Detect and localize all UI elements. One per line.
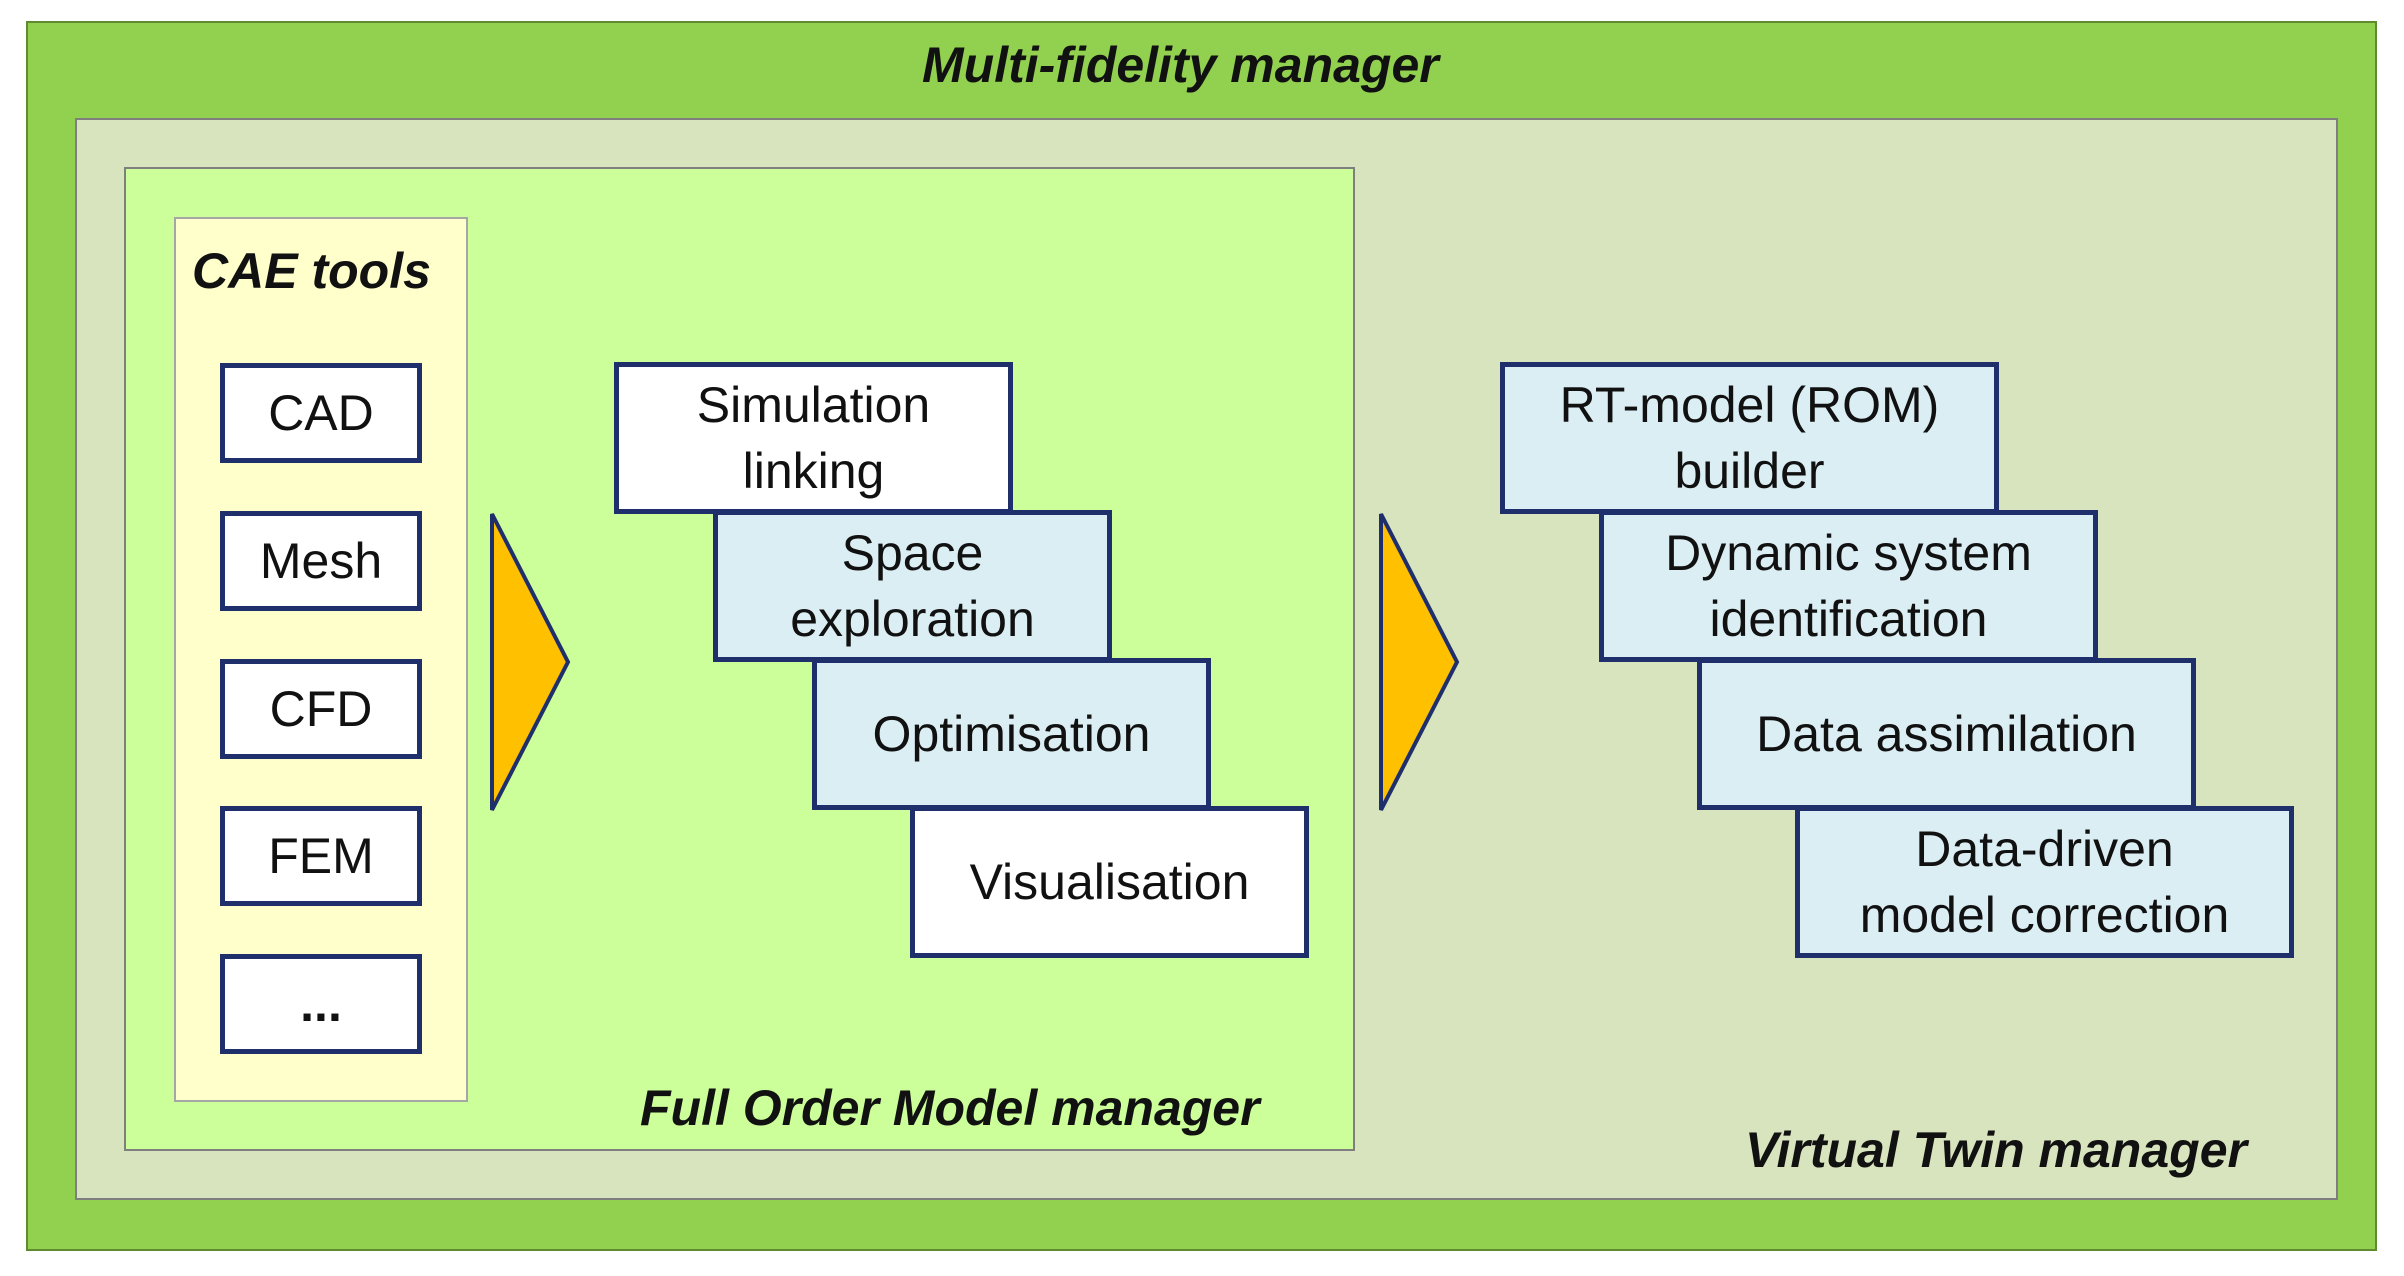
step-optimisation: Optimisation: [812, 658, 1211, 810]
step-line: Optimisation: [872, 706, 1151, 762]
step-line: RT-model (ROM): [1559, 377, 1940, 433]
step-line: model correction: [1859, 887, 2230, 943]
step-data-driven-model-correction: Data-driven model correction: [1795, 806, 2294, 958]
step-line: identification: [1709, 591, 1988, 647]
cae-tool-mesh: Mesh: [220, 511, 422, 611]
step-dynamic-system-identification: Dynamic system identification: [1599, 510, 2098, 662]
step-line: builder: [1674, 443, 1825, 499]
step-rt-model-builder: RT-model (ROM) builder: [1500, 362, 1999, 514]
triangle-arrow-icon: [490, 513, 571, 811]
step-line: Visualisation: [969, 854, 1250, 910]
step-simulation-linking: Simulation linking: [614, 362, 1013, 514]
step-data-assimilation: Data assimilation: [1697, 658, 2196, 810]
multi-fidelity-manager-title: Multi-fidelity manager: [922, 37, 1439, 93]
step-line: Space: [841, 525, 984, 581]
full-order-model-manager-title: Full Order Model manager: [640, 1080, 1260, 1136]
cae-tool-more: ...: [220, 954, 422, 1054]
step-line: exploration: [790, 591, 1035, 647]
virtual-twin-manager-title: Virtual Twin manager: [1745, 1122, 2247, 1178]
step-line: Dynamic system: [1665, 525, 2032, 581]
step-space-exploration: Space exploration: [713, 510, 1112, 662]
cae-tool-cfd: CFD: [220, 659, 422, 759]
step-line: Data-driven: [1915, 821, 2174, 877]
cae-tool-fem: FEM: [220, 806, 422, 906]
triangle-arrow-icon: [1379, 513, 1460, 811]
cae-tool-cad: CAD: [220, 363, 422, 463]
step-line: Simulation: [696, 377, 931, 433]
step-line: Data assimilation: [1756, 706, 2137, 762]
step-line: linking: [742, 443, 885, 499]
cae-tools-title: CAE tools: [192, 243, 431, 299]
step-visualisation: Visualisation: [910, 806, 1309, 958]
